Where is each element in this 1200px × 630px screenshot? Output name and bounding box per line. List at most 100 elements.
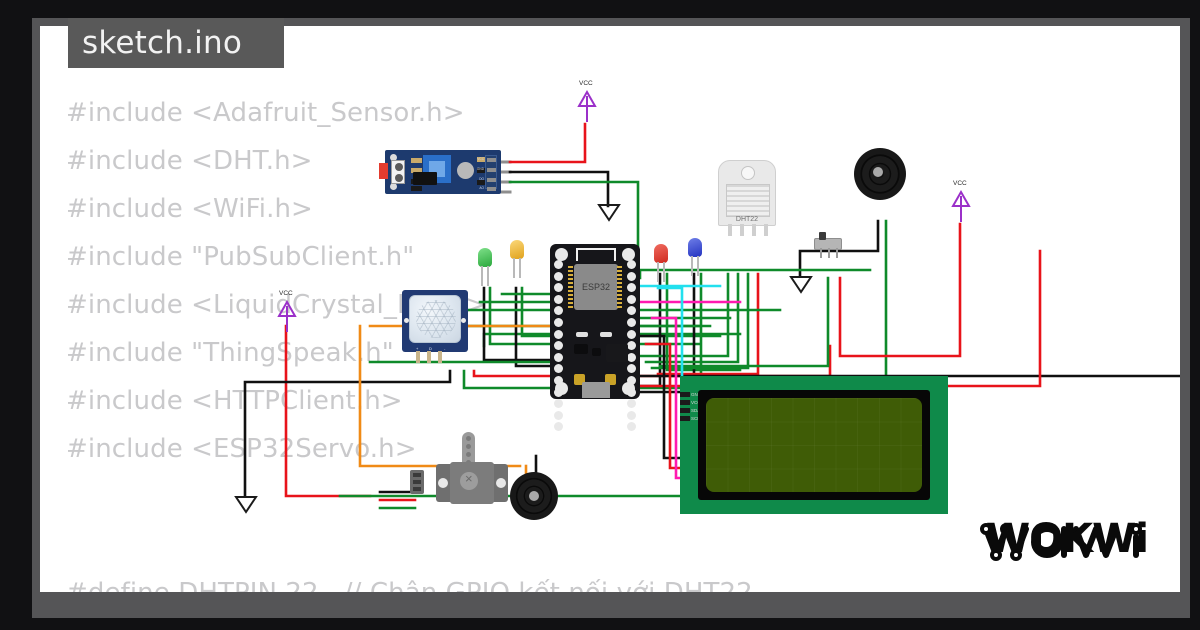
dht-label: DHT22 xyxy=(735,216,759,223)
sensor-element xyxy=(457,162,474,179)
pir-node-left[interactable] xyxy=(404,318,409,323)
pin-label-gnd: GND xyxy=(476,167,484,171)
pin-label-do: DO xyxy=(479,177,484,181)
led-red[interactable] xyxy=(654,244,668,282)
lcd-pin-sda[interactable]: SDA xyxy=(680,406,701,414)
servo-connector[interactable] xyxy=(410,470,424,494)
pin-ao[interactable] xyxy=(487,187,496,191)
led-blue[interactable] xyxy=(688,238,702,276)
pir-dome xyxy=(409,295,461,343)
lcd-pin-scl[interactable]: SCL xyxy=(680,414,701,422)
pir-node-right[interactable] xyxy=(461,318,466,323)
dht-pins[interactable] xyxy=(728,224,768,236)
gas-sensor-module[interactable]: VCC GND DO AO xyxy=(379,150,501,194)
pir-motion-sensor[interactable]: + D - xyxy=(402,290,468,363)
resistor xyxy=(477,157,488,162)
enable-button[interactable] xyxy=(605,374,616,385)
usb-connector[interactable] xyxy=(582,382,610,398)
pir-pins[interactable] xyxy=(416,351,442,363)
switch-pins[interactable] xyxy=(820,248,838,258)
servo-motor[interactable] xyxy=(410,432,508,504)
gnd-triangle-icon xyxy=(597,204,621,222)
component xyxy=(592,348,601,356)
file-tab[interactable]: sketch.ino xyxy=(68,18,284,68)
comparator-ic xyxy=(413,172,437,185)
lcd-pin-label-vcc: VCC xyxy=(691,399,701,405)
gnd-symbol-2[interactable] xyxy=(788,274,814,299)
led-bulb xyxy=(510,240,524,259)
module-pads-left xyxy=(568,266,573,308)
wokwi-logo: WOKWi xyxy=(976,513,1158,570)
vcc-arrow-icon xyxy=(577,89,597,124)
buzzer-bottom[interactable] xyxy=(510,472,558,520)
buzzer-top[interactable] xyxy=(854,148,906,200)
pir-pin-label-d: D xyxy=(429,346,432,351)
component xyxy=(576,332,588,337)
pin-header-left[interactable] xyxy=(554,260,563,434)
pin-vcc[interactable] xyxy=(487,158,496,162)
wokwi-logo-icon xyxy=(980,523,1142,561)
vcc-label-3: VCC xyxy=(953,180,967,187)
resistor xyxy=(477,168,488,173)
servo-mount-ear xyxy=(496,478,506,488)
regulator-chip xyxy=(574,344,588,354)
mounting-hole xyxy=(390,183,397,190)
vcc-label-2: VCC xyxy=(279,290,293,297)
wifi-antenna-icon xyxy=(576,248,616,261)
screw-terminal xyxy=(391,160,405,184)
dht22-sensor[interactable]: DHT22 xyxy=(718,160,776,236)
esp32-label: ESP32 xyxy=(581,282,611,292)
led-bulb xyxy=(688,238,702,257)
resistor xyxy=(477,180,488,185)
pin-header-right[interactable] xyxy=(627,260,636,434)
led-green[interactable] xyxy=(478,248,492,286)
pin-label-vcc: VCC xyxy=(477,157,484,161)
mounting-hole xyxy=(555,248,568,261)
lcd-screen xyxy=(706,398,922,492)
dht-grill xyxy=(726,184,770,217)
pin-do[interactable] xyxy=(487,178,496,182)
switch-knob[interactable] xyxy=(819,232,826,240)
led-bulb xyxy=(478,248,492,267)
buzzer-hole xyxy=(873,167,883,177)
slide-switch[interactable] xyxy=(814,232,842,258)
usb-uart-chip xyxy=(606,344,628,362)
gnd-triangle-icon xyxy=(234,496,258,514)
boot-button[interactable] xyxy=(574,374,585,385)
gnd-triangle-icon xyxy=(789,276,813,294)
led-yellow[interactable] xyxy=(510,240,524,278)
vcc-label-1: VCC xyxy=(579,80,593,87)
pin-gnd[interactable] xyxy=(487,168,496,172)
vcc-symbol-1[interactable]: VCC xyxy=(574,80,600,127)
gnd-symbol-3[interactable] xyxy=(233,494,259,519)
lcd-pin-vcc[interactable]: VCC xyxy=(680,398,701,406)
component xyxy=(600,332,612,337)
gnd-symbol-1[interactable] xyxy=(596,202,622,227)
vcc-symbol-3[interactable]: VCC xyxy=(948,180,974,227)
terminal-block xyxy=(379,163,388,179)
diagram-canvas[interactable]: #include <Adafruit_Sensor.h> #include <D… xyxy=(40,26,1180,592)
buzzer-hole xyxy=(529,491,539,501)
resistor xyxy=(411,186,422,191)
mounting-hole xyxy=(390,154,397,161)
resistor xyxy=(411,168,422,173)
dht-vent-hole xyxy=(741,166,755,180)
lcd-pin-block[interactable]: GND VCC SDA SCL xyxy=(680,390,701,422)
servo-hub xyxy=(460,471,478,490)
vcc-arrow-icon xyxy=(951,189,971,224)
pir-pin-label-minus: - xyxy=(444,346,446,351)
lcd-pin-label-gnd: GND xyxy=(691,391,701,397)
vcc-arrow-icon xyxy=(277,299,297,334)
mounting-hole xyxy=(622,248,635,261)
lcd-display[interactable]: GND VCC SDA SCL xyxy=(680,376,948,514)
file-tab-label: sketch.ino xyxy=(82,25,242,61)
lcd-pin-label-scl: SCL xyxy=(691,415,700,421)
resistor xyxy=(411,158,422,163)
wokwi-logo-text: WOKWi xyxy=(986,516,1149,562)
lcd-pin-gnd[interactable]: GND xyxy=(680,390,701,398)
esp32-module-shield: ESP32 xyxy=(574,264,618,310)
pin-label-ao: AO xyxy=(479,186,484,190)
vcc-symbol-2[interactable]: VCC xyxy=(274,290,300,337)
esp32-board[interactable]: ESP32 xyxy=(550,244,640,432)
